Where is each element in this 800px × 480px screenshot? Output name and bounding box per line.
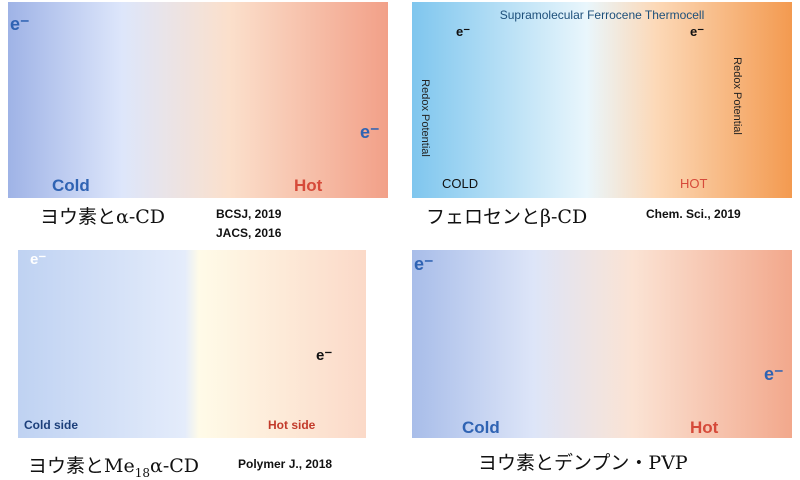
electron-label-right: e⁻ [690, 24, 705, 39]
cold-label: Cold [462, 418, 500, 437]
redox-potential-right: Redox Potential [730, 57, 743, 135]
reference-polymer-j: Polymer J., 2018 [238, 457, 333, 471]
cold-side-label: Cold side [24, 418, 79, 432]
caption-prefix: ヨウ素とMe [28, 455, 135, 477]
caption-suffix: α-CD [149, 455, 200, 477]
cold-label: COLD [442, 176, 479, 191]
hot-label: HOT [680, 176, 708, 191]
reference-chem-sci: Chem. Sci., 2019 [646, 207, 741, 221]
caption-ferrocene-bcd: フェロセンとβ-CD [426, 206, 588, 228]
panel-iodine-acd: e⁻ e⁻ Cold Hot [8, 2, 388, 198]
electron-label-left: e⁻ [456, 24, 471, 39]
hot-label: Hot [294, 176, 323, 195]
reference-jacs: JACS, 2016 [216, 226, 282, 240]
panel-iodine-me18: e⁻ e⁻ Cold side Hot side [18, 250, 366, 438]
caption-iodine-me18: ヨウ素とMe18α-CD [28, 451, 199, 480]
reference-bcsj: BCSJ, 2019 [216, 207, 282, 221]
electron-label-right: e⁻ [360, 122, 380, 142]
redox-potential-left: Redox Potential [418, 79, 431, 157]
caption-subscript: 18 [134, 465, 150, 480]
caption-iodine-starch: ヨウ素とデンプン・PVP [478, 452, 688, 474]
hot-label: Hot [690, 418, 719, 437]
electron-label-right: e⁻ [316, 347, 333, 364]
cold-label: Cold [52, 176, 90, 195]
thermocell-title: Supramolecular Ferrocene Thermocell [499, 8, 705, 22]
electron-label-left: e⁻ [10, 14, 30, 34]
electron-label-left: e⁻ [414, 254, 434, 274]
caption-iodine-acd: ヨウ素とα-CD [40, 206, 166, 228]
hot-side-label: Hot side [268, 418, 316, 432]
electron-label-left: e⁻ [30, 251, 47, 268]
electron-label-right: e⁻ [764, 364, 784, 384]
panel-ferrocene-bcd: Supramolecular Ferrocene Thermocell e⁻ e… [412, 2, 792, 198]
panel-iodine-starch: e⁻ e⁻ Cold Hot [412, 250, 792, 438]
